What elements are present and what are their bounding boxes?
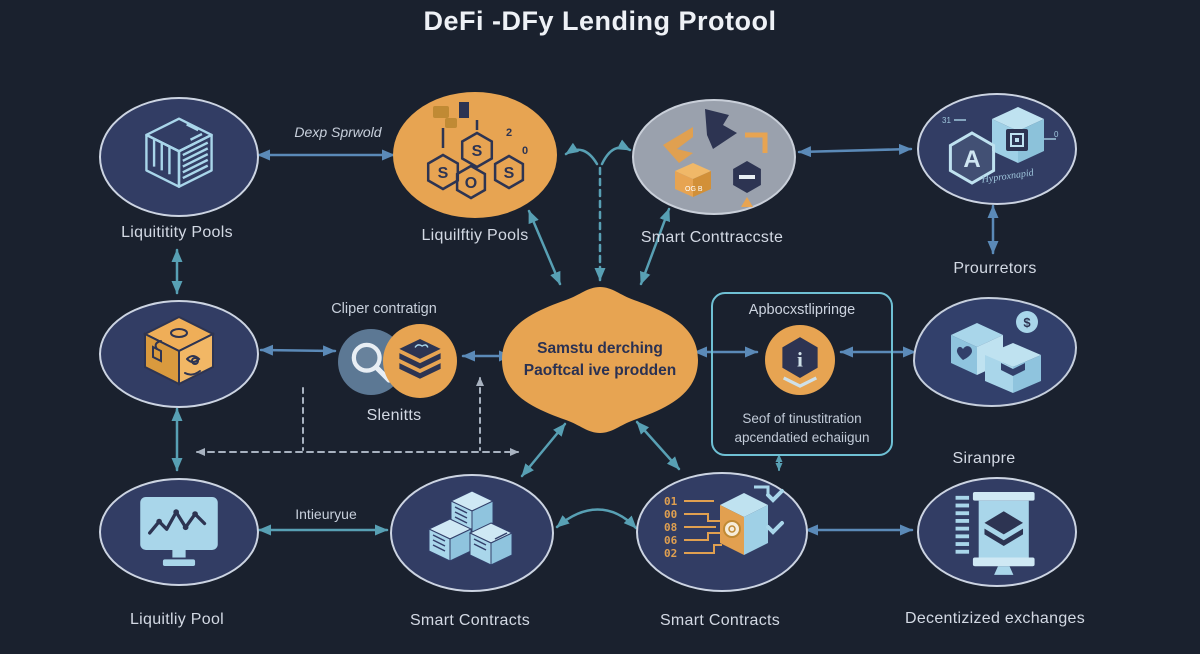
label-liquidity-pools-top: Liquititity Pools: [121, 224, 233, 241]
bridge-title: Apbocxstlipringe: [748, 302, 856, 318]
secure-cubes-icon: $: [951, 311, 1041, 393]
monitor-chart-icon: [140, 497, 218, 567]
code-box-icon: 01 00 08 06 02: [664, 485, 784, 560]
edge-oracle-inspection: [259, 344, 337, 357]
edge-orange-core-diagonal: [527, 209, 562, 286]
edge-split-right: [600, 139, 632, 166]
label-liquidity-pool-bottom: Liquitliy Pool: [129, 611, 225, 628]
coin-letter: S: [472, 143, 483, 160]
label-edge-dex-swap: Dexp Sprwold: [294, 124, 382, 140]
bridge-body-line2: apcendatied echaiigun: [734, 430, 870, 446]
diagram-title: DeFi -DFy Lending Protool: [423, 6, 777, 36]
label-smart-contracts-left: Smart Contracts: [409, 612, 531, 629]
core-cloud-line1: Samstu derching: [537, 340, 663, 357]
ledger-cube-icon: [145, 117, 213, 188]
node-liquidity-pool-bottom: [99, 478, 259, 586]
label-inspection-title: Cliper contratign: [331, 301, 437, 317]
binary-line: 02: [664, 547, 677, 560]
node-security: $: [913, 297, 1077, 407]
exchange-board-icon: [955, 492, 1035, 575]
coin-letter: O: [465, 175, 477, 192]
node-liquidity-pools-orange: S S O S 2 0: [393, 92, 557, 218]
contract-flow-icon: OG B: [663, 109, 768, 207]
edge-gray-core-diagonal: [639, 207, 671, 286]
binary-line: 01: [664, 495, 678, 508]
navy-hexagon-icon: [733, 161, 761, 207]
contract-cubes-icon: [427, 490, 514, 566]
cube-chip-text: OG B: [685, 186, 703, 193]
coin-letter: S: [504, 165, 515, 182]
token-hexagons-icon: S S O S 2 0: [426, 102, 528, 200]
node-dex: [917, 477, 1077, 587]
mini-cube-icon: OG B: [675, 163, 711, 197]
node-oracle-cube: [99, 300, 259, 408]
pixel-figure-icon: [433, 106, 457, 128]
node-smart-contracts-top: OG B: [632, 99, 796, 215]
label-smart-contracts-right: Smart Contracts: [659, 612, 781, 629]
bridge-body: Seof of tinustitration apcendatied echai…: [699, 409, 905, 448]
edge-contracts-providers: [797, 143, 913, 158]
hex-letter: A: [963, 146, 980, 173]
label-security: Siranpre: [952, 450, 1016, 467]
doodle-cube-icon: [142, 315, 216, 386]
edge-split-left: [564, 142, 599, 166]
info-hexagon-icon: i: [782, 337, 818, 388]
binary-line: 00: [664, 508, 677, 521]
label-smart-contracts-top: Smart Conttraccste: [640, 229, 784, 246]
edge-core-contractsright-diagonal: [635, 420, 681, 471]
node-core-cloud: Samstu derching Paoftcal ive prodden: [500, 285, 700, 435]
analytics-cube-icon: A 31 0 Hyproxnapid: [942, 107, 1059, 186]
cloud-shape: [502, 287, 698, 433]
binary-line: 08: [664, 521, 677, 534]
label-dex: Decentizized exchanges: [904, 610, 1086, 627]
node-providers: A 31 0 Hyproxnapid: [917, 93, 1077, 205]
bridge-body-line1: Seof of tinustitration: [742, 410, 862, 426]
layer-stack-icon: [399, 338, 441, 379]
edge-core-contractsleft-diagonal: [520, 422, 567, 478]
node-smart-contracts-right: 01 00 08 06 02: [636, 472, 808, 592]
label-providers: Prourretors: [953, 260, 1037, 277]
coin-letter: S: [438, 165, 449, 182]
label-inspection: Slenitts: [366, 407, 422, 424]
coin-digit: 0: [522, 145, 528, 157]
coin-digit: 2: [506, 127, 512, 139]
label-edge-interview: Intieuryue: [295, 506, 357, 522]
node-bridge-info: i: [765, 325, 835, 395]
dollar-badge: $: [1023, 315, 1031, 330]
info-glyph: i: [797, 348, 803, 372]
node-bridge-box: Apbocxstlipringe Seof of tinustitration …: [711, 292, 893, 456]
node-smart-contracts-left: [390, 474, 554, 592]
label-liquidity-pools-orange: Liquilftiy Pools: [421, 227, 529, 244]
binary-line: 06: [664, 534, 678, 547]
tiny-mark: 0: [1054, 130, 1059, 139]
tiny-mark: 31: [942, 116, 951, 125]
node-liquidity-pools-top: [99, 97, 259, 217]
edge-contracts-curve: [555, 508, 638, 530]
node-inspection-stack: [383, 324, 457, 398]
core-cloud-line2: Paoftcal ive prodden: [523, 362, 677, 379]
